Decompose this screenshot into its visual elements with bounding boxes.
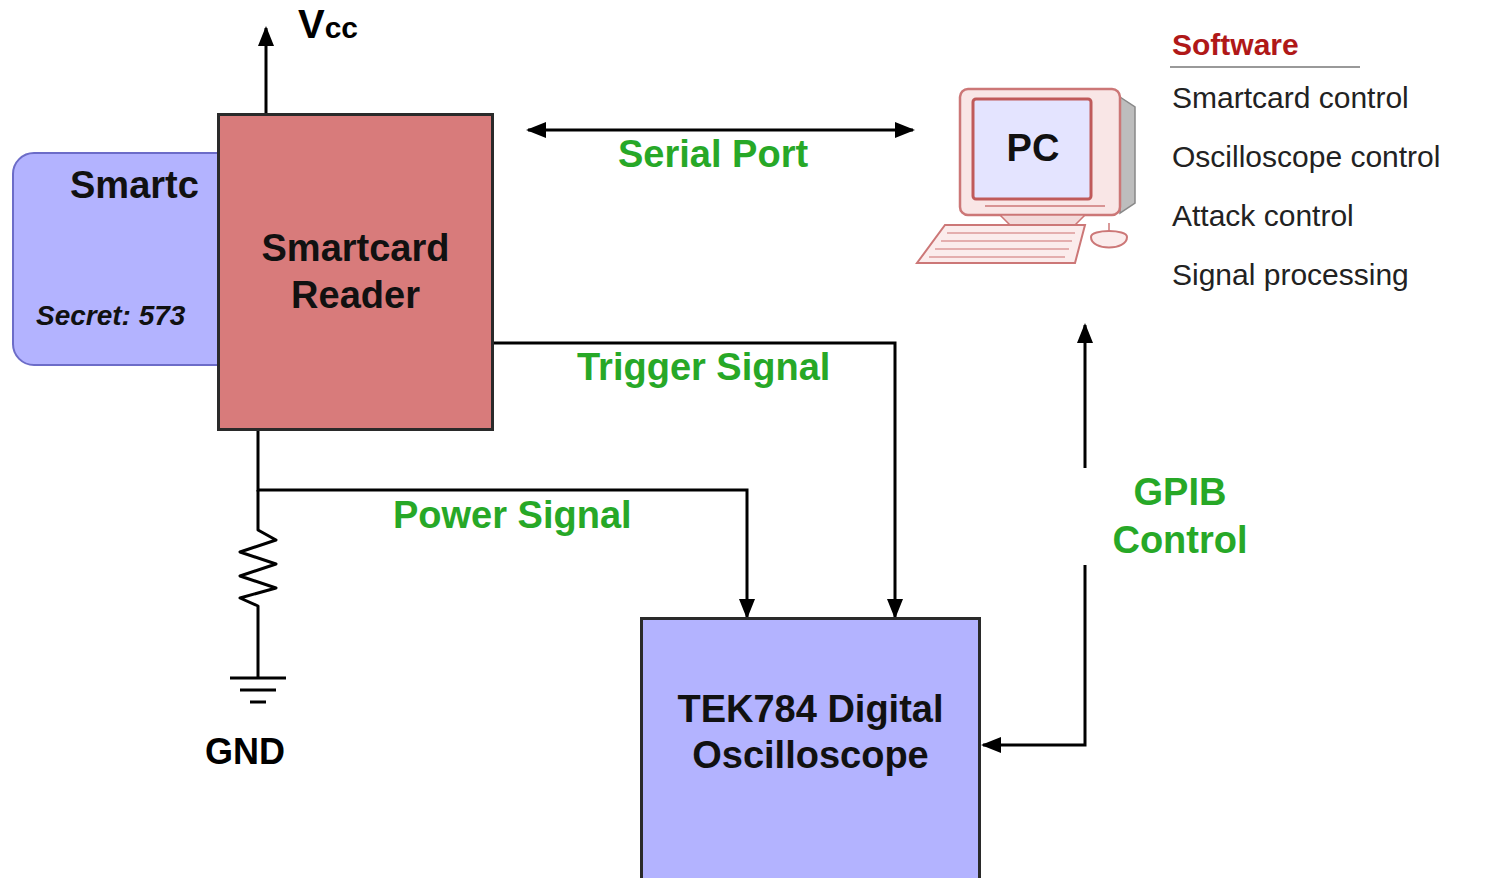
computer-illustration [915, 85, 1140, 275]
signal-connector [258, 431, 747, 617]
node-title: PC [975, 127, 1091, 170]
software-item: Smartcard control [1172, 81, 1409, 114]
node-title: TEK784 Digital Oscilloscope [666, 686, 956, 779]
ground-symbol [250, 701, 266, 704]
node-subtext: Secret: 573 [36, 300, 185, 332]
oscilloscope-box: TEK784 Digital Oscilloscope [640, 617, 981, 878]
signal-connector [494, 343, 895, 617]
vcc-wire [265, 28, 268, 113]
connector-label: GPIB Control [1081, 468, 1279, 565]
ground-label: GND [205, 732, 285, 772]
connector-label: Serial Port [614, 134, 812, 176]
heading-underline [1170, 66, 1360, 68]
signal-connector [528, 129, 913, 132]
connector-label: Trigger Signal [573, 347, 834, 389]
signal-connector [983, 325, 1085, 745]
software-heading: Software [1172, 28, 1299, 61]
reader-box: Smartcard Reader [217, 113, 494, 431]
ground-symbol [240, 689, 276, 692]
ground-symbol [230, 677, 286, 680]
connector-label: Power Signal [389, 495, 636, 537]
node-title: Smartc [70, 164, 199, 207]
node-title: Smartcard Reader [236, 225, 476, 319]
software-item: Attack control [1172, 199, 1354, 232]
software-item: Signal processing [1172, 258, 1409, 291]
supply-label: Vcc [298, 2, 358, 46]
software-item: Oscilloscope control [1172, 140, 1440, 173]
resistor-symbol [240, 490, 276, 678]
pc-icon: PC [915, 85, 1140, 275]
